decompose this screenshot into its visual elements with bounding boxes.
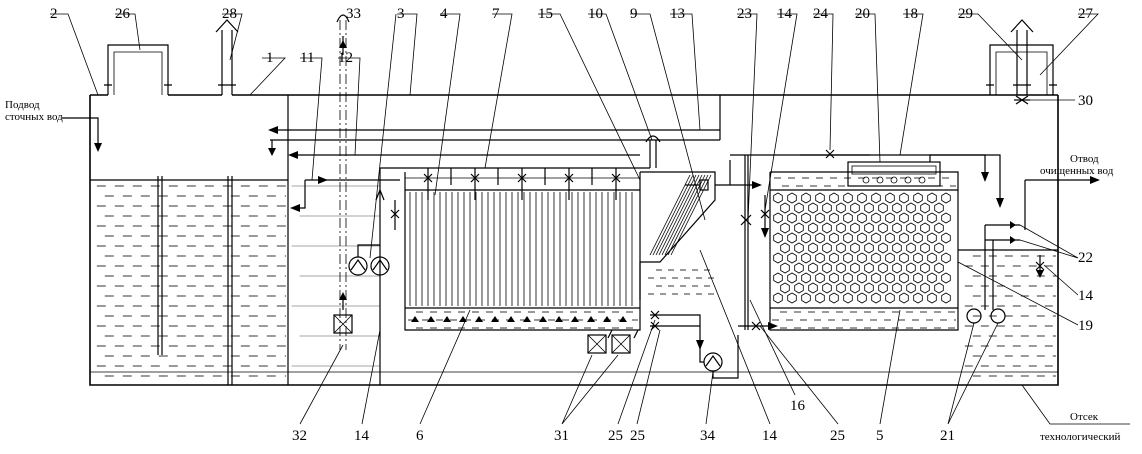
water-hatch-bio bbox=[291, 185, 714, 367]
membrane-modules bbox=[409, 168, 633, 306]
vent-26 bbox=[104, 44, 172, 95]
receiver-tank bbox=[62, 117, 288, 385]
aeration-nozzle-icon bbox=[603, 316, 611, 322]
aeration-nozzle-icon bbox=[619, 316, 627, 322]
pipe-33 bbox=[333, 14, 353, 350]
aeration-nozzle-icon bbox=[539, 316, 547, 322]
aeration-nozzle-icon bbox=[443, 316, 451, 322]
vent-27 bbox=[986, 44, 1057, 95]
vent-29 bbox=[1010, 19, 1034, 95]
aeration-nozzle-icon bbox=[411, 316, 419, 322]
aeration-nozzle-icon bbox=[523, 316, 531, 322]
aeration-nozzle-icon bbox=[555, 316, 563, 322]
aeration-nozzles bbox=[411, 316, 627, 322]
housing bbox=[89, 94, 1059, 386]
bioreactor bbox=[291, 168, 714, 367]
vent-28 bbox=[215, 19, 239, 95]
aeration-nozzle-icon bbox=[507, 316, 515, 322]
aeration-nozzle-icon bbox=[571, 316, 579, 322]
water-hatch-left bbox=[96, 185, 286, 377]
aeration-nozzle-icon bbox=[491, 316, 499, 322]
aeration-nozzle-icon bbox=[587, 316, 595, 322]
aeration-nozzle-icon bbox=[475, 316, 483, 322]
aeration-nozzle-icon bbox=[427, 316, 435, 322]
